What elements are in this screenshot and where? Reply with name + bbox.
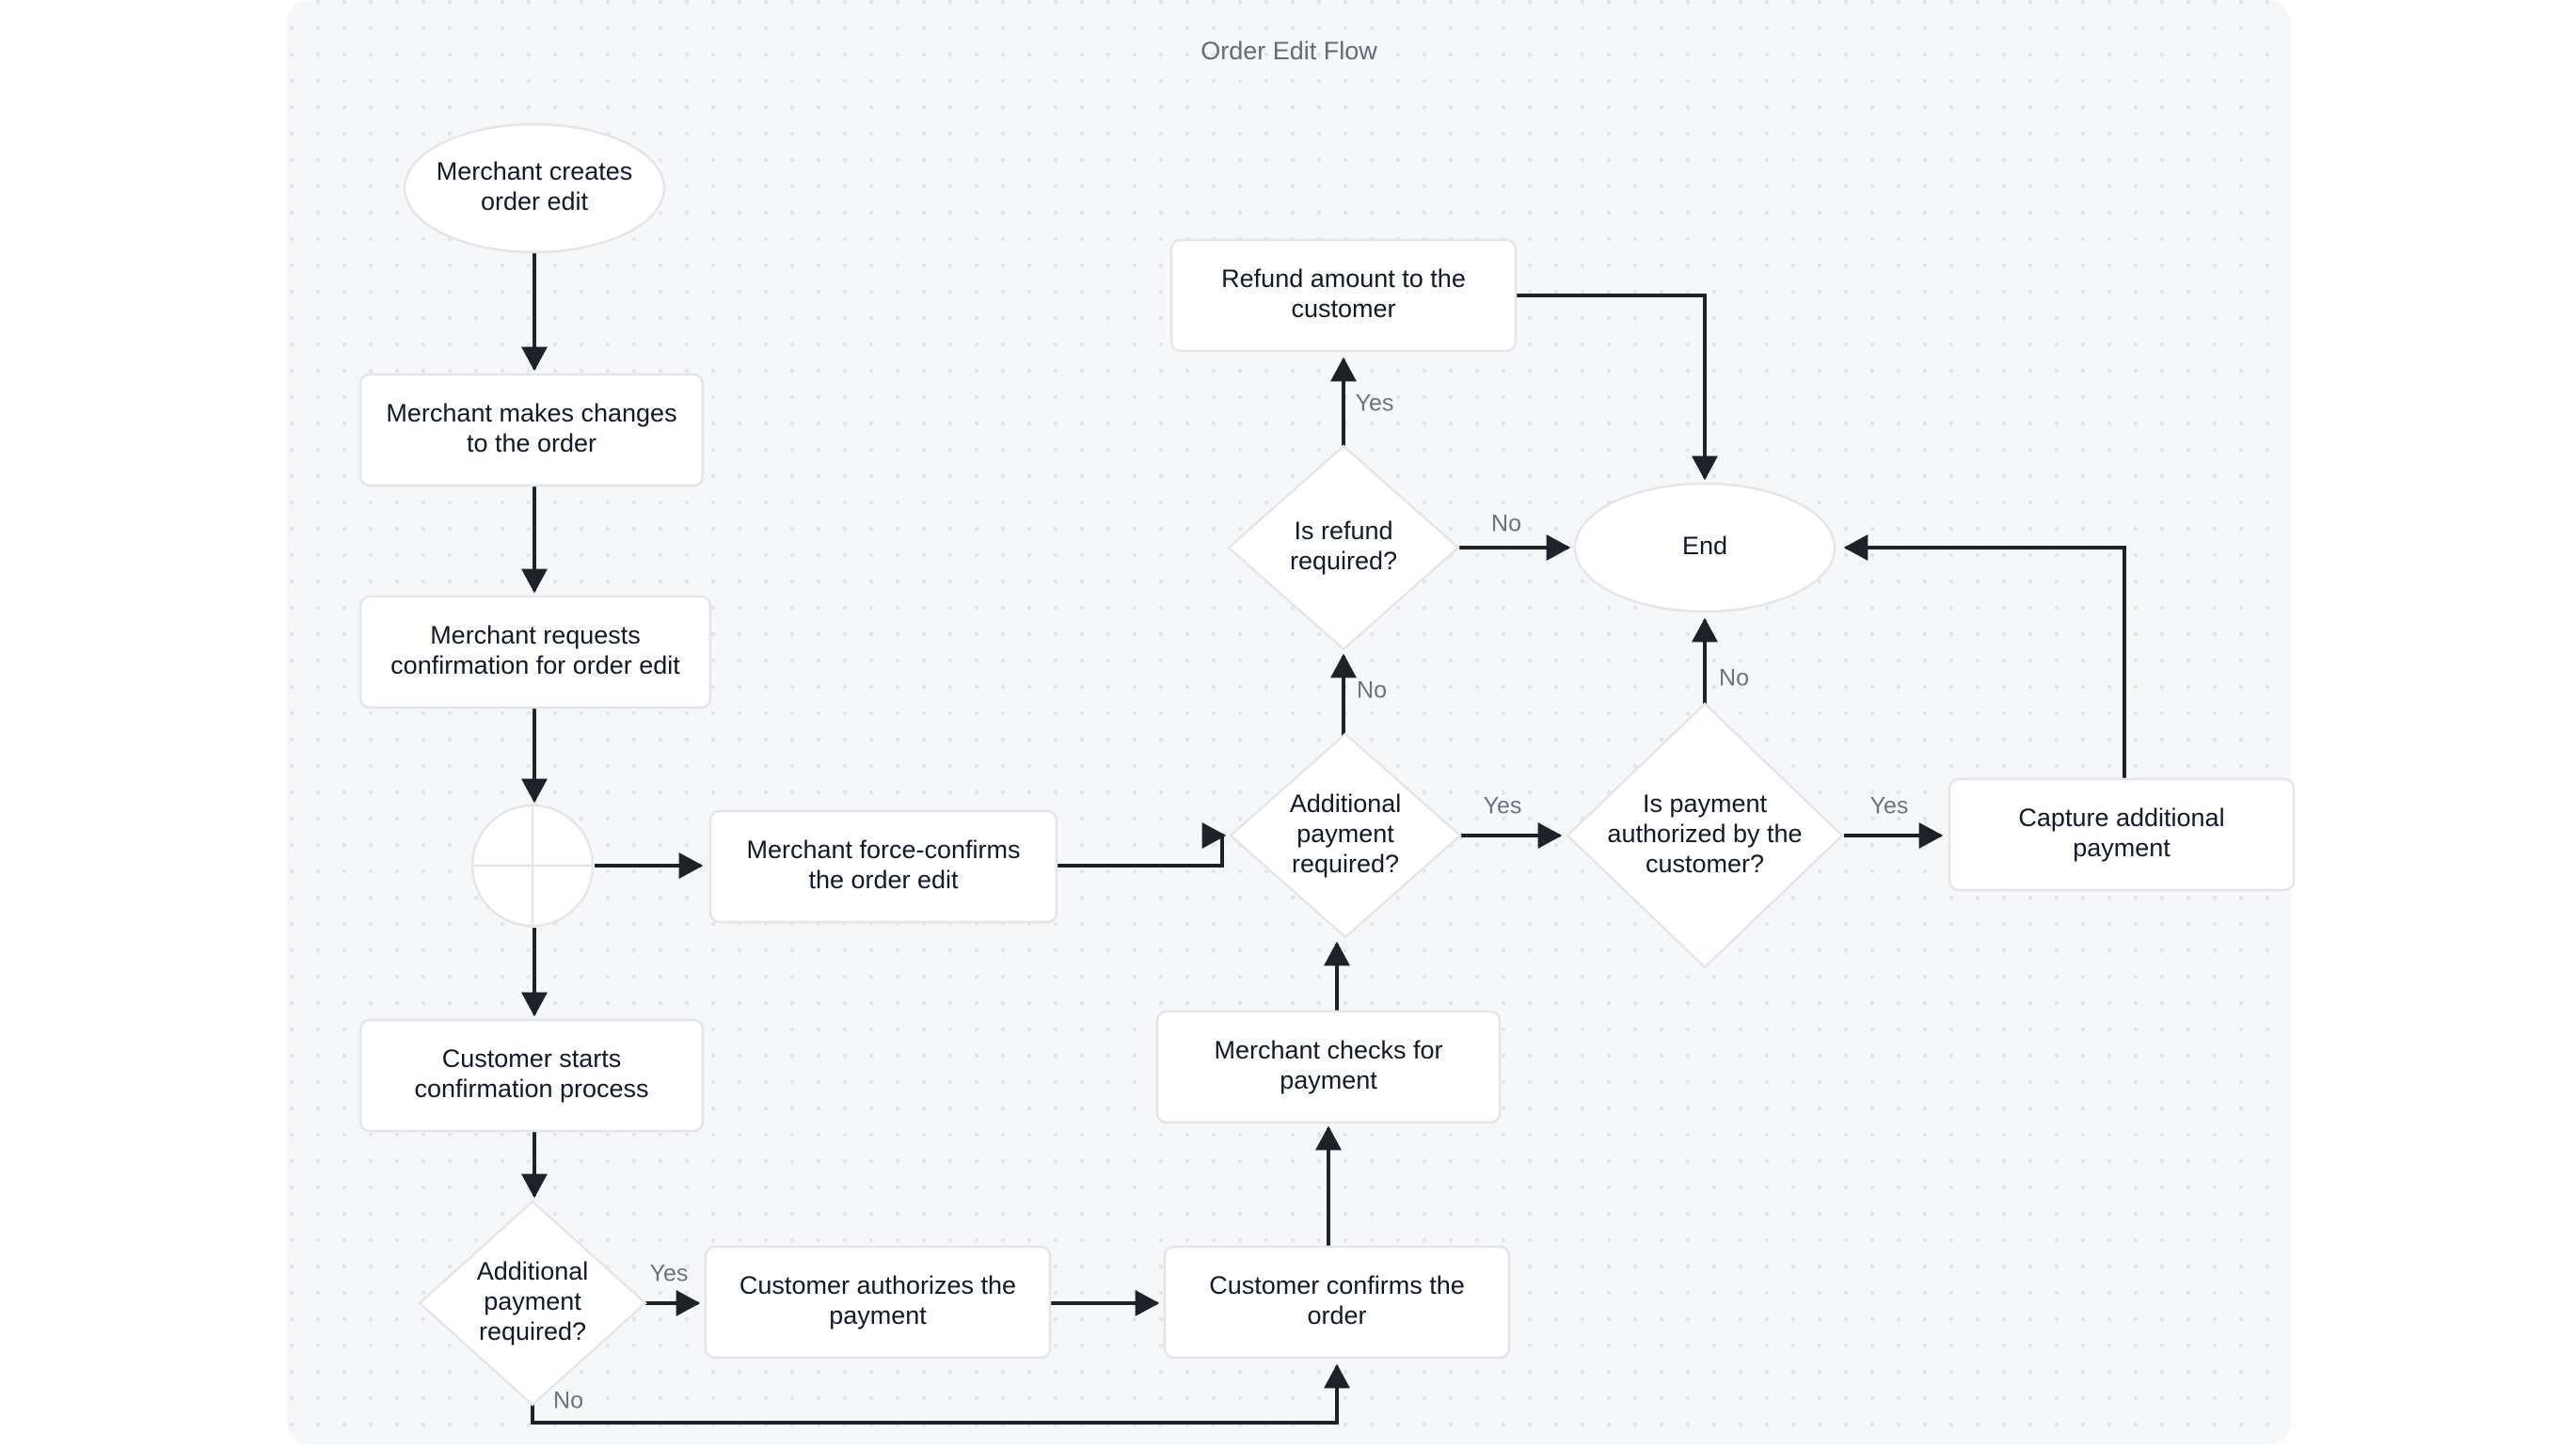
edge-label: Yes bbox=[1484, 793, 1522, 820]
node-shape-ellipse bbox=[1573, 482, 1837, 613]
node-label-line: Refund amount to the bbox=[1221, 264, 1466, 293]
edge-label: No bbox=[1491, 511, 1521, 537]
node-label-line: payment bbox=[1296, 820, 1394, 848]
node-label-line: Capture additional bbox=[2018, 804, 2224, 832]
node-label-line: Is refund bbox=[1294, 517, 1392, 545]
node-label-line: order edit bbox=[481, 187, 589, 215]
node-shape-diamond bbox=[1229, 732, 1462, 939]
edge-line bbox=[1057, 822, 1227, 868]
node-label-line: payment bbox=[2073, 834, 2171, 862]
canvas-background bbox=[287, 0, 2291, 1444]
edge-label: No bbox=[1357, 677, 1387, 704]
edges-layer bbox=[521, 252, 2126, 1425]
edge-label: Yes bbox=[650, 1261, 689, 1287]
node-label-line: order bbox=[1307, 1301, 1366, 1330]
node-label-line: customer bbox=[1291, 295, 1395, 323]
node-label-line: required? bbox=[1292, 850, 1399, 878]
node-label-line: authorized by the bbox=[1607, 820, 1802, 848]
flow-edge[interactable] bbox=[1516, 294, 1718, 481]
node-shape-rect bbox=[358, 595, 712, 709]
flow-node-junction[interactable] bbox=[470, 804, 595, 928]
node-label-line: Customer starts bbox=[442, 1044, 622, 1073]
edge-label: Yes bbox=[1870, 793, 1909, 820]
node-shape-rect bbox=[1169, 238, 1518, 353]
node-label-line: payment bbox=[484, 1287, 581, 1315]
node-shape-diamond bbox=[1227, 444, 1460, 651]
flow-edge[interactable] bbox=[1057, 822, 1227, 868]
node-label-line: payment bbox=[1280, 1066, 1377, 1094]
flow-edge[interactable] bbox=[1843, 534, 2126, 779]
flow-node-end[interactable]: End bbox=[1573, 482, 1837, 613]
node-label-line: the order edit bbox=[808, 866, 959, 894]
node-shape-rect bbox=[1948, 777, 2296, 892]
page-title: Order Edit Flow bbox=[1201, 37, 1377, 65]
node-label-line: Merchant makes changes bbox=[386, 399, 676, 427]
node-label-line: confirmation for order edit bbox=[390, 651, 680, 679]
edge-label: No bbox=[553, 1388, 583, 1414]
node-label-line: End bbox=[1682, 532, 1727, 560]
node-shape-rect bbox=[708, 809, 1058, 924]
node-shape-rect bbox=[704, 1245, 1052, 1360]
node-shape-rect bbox=[1163, 1245, 1511, 1360]
node-label-line: Customer confirms the bbox=[1209, 1271, 1465, 1299]
node-shape-rect bbox=[1155, 1010, 1502, 1124]
node-label-line: Merchant checks for bbox=[1214, 1036, 1442, 1064]
node-label-line: required? bbox=[1290, 547, 1397, 575]
node-label-line: Is payment bbox=[1643, 789, 1768, 818]
node-shape-rect bbox=[358, 1018, 705, 1133]
edge-label: No bbox=[1719, 665, 1749, 692]
node-shape-diamond bbox=[418, 1200, 647, 1407]
node-shape-diamond bbox=[1566, 702, 1844, 969]
node-label-line: Customer authorizes the bbox=[739, 1271, 1016, 1299]
edge-line bbox=[1516, 294, 1718, 481]
node-label-line: Merchant requests bbox=[430, 621, 641, 649]
node-label-line: payment bbox=[829, 1301, 927, 1330]
node-shape-ellipse bbox=[403, 122, 666, 254]
flow-edge[interactable] bbox=[531, 1363, 1350, 1425]
node-shape-rect bbox=[358, 373, 705, 487]
node-label-line: customer? bbox=[1646, 850, 1764, 878]
node-label-line: Merchant force-confirms bbox=[746, 836, 1020, 864]
node-label-line: required? bbox=[479, 1317, 586, 1346]
edge-line bbox=[1843, 534, 2126, 779]
node-label-line: Additional bbox=[477, 1257, 589, 1285]
edge-label: Yes bbox=[1356, 390, 1394, 417]
node-label-line: Merchant creates bbox=[437, 157, 633, 185]
node-label-line: confirmation process bbox=[414, 1075, 648, 1103]
node-label-line: Additional bbox=[1290, 789, 1402, 818]
node-label-line: to the order bbox=[467, 429, 596, 457]
edge-line bbox=[531, 1363, 1350, 1425]
